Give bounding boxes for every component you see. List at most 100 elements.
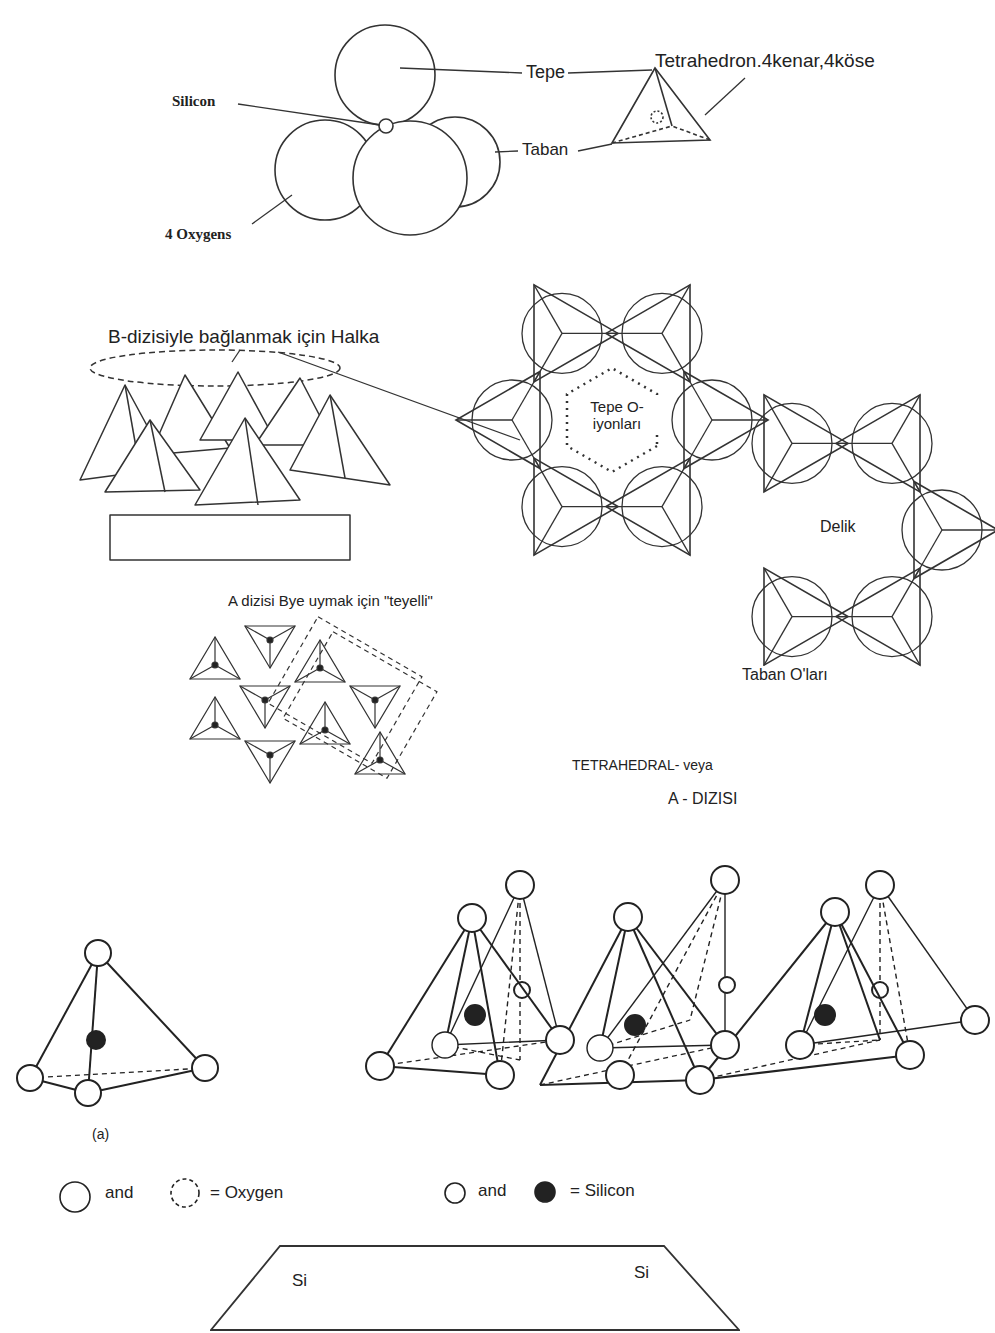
pyramid-edge bbox=[245, 418, 258, 505]
tetra-edge bbox=[270, 741, 295, 755]
tetra-edge bbox=[350, 686, 375, 700]
oxygen-atom bbox=[897, 1042, 923, 1068]
leader-line bbox=[232, 350, 240, 362]
oxygen-atom bbox=[75, 1080, 101, 1106]
tetra-edge bbox=[724, 880, 725, 1045]
tetra-edge bbox=[190, 725, 215, 739]
tetra-triangle bbox=[240, 686, 290, 728]
oxygen-atom bbox=[85, 940, 111, 966]
part-label: Tetrahedron.4kenar,4köse bbox=[655, 50, 875, 72]
oxygen-atom bbox=[686, 1066, 714, 1094]
tetra-edge bbox=[942, 529, 995, 530]
silicon-dot bbox=[317, 665, 323, 671]
tetra-edge bbox=[472, 918, 560, 1040]
oxygen-atom bbox=[486, 1061, 514, 1089]
tetra-edge bbox=[600, 917, 628, 1048]
tetra-edge bbox=[380, 760, 405, 774]
tetrahedron-outline bbox=[606, 285, 690, 382]
oxygen-atom bbox=[606, 1061, 634, 1089]
tetra-edge bbox=[380, 1040, 560, 1066]
empty-box bbox=[110, 515, 350, 560]
oxygen-atom bbox=[866, 871, 894, 899]
tetrahedron-outline bbox=[914, 482, 995, 579]
silicon-mark bbox=[651, 111, 663, 123]
tetra-edge bbox=[540, 917, 628, 1085]
tetra-edge bbox=[835, 912, 910, 1055]
tetra-triangle bbox=[295, 640, 345, 682]
part-label: Tepe O- iyonları bbox=[575, 398, 659, 433]
tetra-triangle bbox=[355, 732, 405, 774]
tetra-edge bbox=[270, 626, 295, 640]
silicon-atom bbox=[719, 977, 735, 993]
tetra-edge bbox=[355, 760, 380, 774]
oxygen-atom bbox=[961, 1006, 989, 1034]
tetra-edge bbox=[836, 443, 892, 444]
title-label: TETRAHEDRAL- veya bbox=[572, 757, 713, 773]
oxygen-atom bbox=[366, 1052, 394, 1080]
tetra-edge bbox=[30, 953, 98, 1078]
tetra-edge bbox=[264, 700, 265, 728]
leader-line bbox=[252, 195, 292, 224]
tetrahedron-outline bbox=[836, 395, 920, 492]
pyramid-edge bbox=[150, 420, 165, 492]
tetra-edge bbox=[320, 668, 345, 682]
tetra-edge bbox=[445, 885, 520, 1045]
part-label: Taban O'ları bbox=[740, 666, 830, 684]
title-label: A - DIZISI bbox=[668, 790, 737, 808]
tetra-triangle bbox=[300, 702, 350, 744]
figure-tag: (a) bbox=[92, 1126, 109, 1142]
tetra-edge bbox=[380, 1066, 500, 1075]
tetra-edge bbox=[600, 1045, 725, 1048]
node-text: Si bbox=[292, 1271, 307, 1291]
legend-text: = Silicon bbox=[570, 1181, 635, 1201]
tetra-triangle bbox=[350, 686, 400, 728]
oxygen-atom bbox=[192, 1055, 218, 1081]
tetra-edge bbox=[374, 700, 375, 728]
tetra-edge bbox=[792, 616, 848, 617]
part-label: Taban bbox=[522, 140, 568, 160]
tetra-edge bbox=[214, 697, 215, 725]
legend-text: = Oxygen bbox=[210, 1183, 283, 1203]
oxygen-atom bbox=[432, 1032, 458, 1058]
tetra-edge bbox=[519, 885, 520, 1060]
tetra-edge bbox=[300, 730, 325, 744]
part-label: Tepe bbox=[526, 62, 565, 83]
tetra-edge bbox=[214, 637, 215, 665]
tetra-triangle bbox=[190, 637, 240, 679]
oxygen-atom bbox=[896, 1041, 924, 1069]
leader-line bbox=[705, 78, 745, 115]
silicon-dot bbox=[212, 722, 218, 728]
oxygen-atom bbox=[487, 1062, 513, 1088]
silicon-dot bbox=[262, 697, 268, 703]
tetra-edge bbox=[456, 419, 512, 420]
tetra-edge bbox=[325, 730, 350, 744]
caption-label: B-dizisiyle bağlanmak için Halka bbox=[108, 326, 379, 348]
leader-line bbox=[495, 151, 518, 152]
oxygen-atom bbox=[546, 1026, 574, 1054]
tetra-edge bbox=[800, 912, 835, 1045]
oxygen-atom bbox=[786, 1031, 814, 1059]
tetra-edge bbox=[324, 702, 325, 730]
tetra-edge bbox=[245, 626, 270, 640]
tetra-edge bbox=[295, 668, 320, 682]
silicon-dot bbox=[267, 637, 273, 643]
silicon-atom bbox=[815, 1005, 835, 1025]
tetra-edge bbox=[379, 732, 380, 760]
silicon-atom bbox=[625, 1015, 645, 1035]
pyramid bbox=[290, 395, 390, 485]
silicon-dot bbox=[267, 752, 273, 758]
tetra-edge bbox=[269, 755, 270, 783]
tetra-edge bbox=[880, 885, 975, 1020]
tetra-edge bbox=[612, 126, 672, 143]
silicon-dot bbox=[372, 697, 378, 703]
tetra-edge bbox=[520, 885, 560, 1040]
trapezoid-outline bbox=[210, 1245, 740, 1331]
oxygen-atom bbox=[614, 903, 642, 931]
tetra-edge bbox=[562, 506, 618, 507]
leader-line bbox=[400, 68, 522, 73]
tetrahedron-outline bbox=[684, 372, 768, 469]
tetrahedron-outline bbox=[456, 372, 540, 469]
tetra-edge bbox=[445, 918, 472, 1045]
